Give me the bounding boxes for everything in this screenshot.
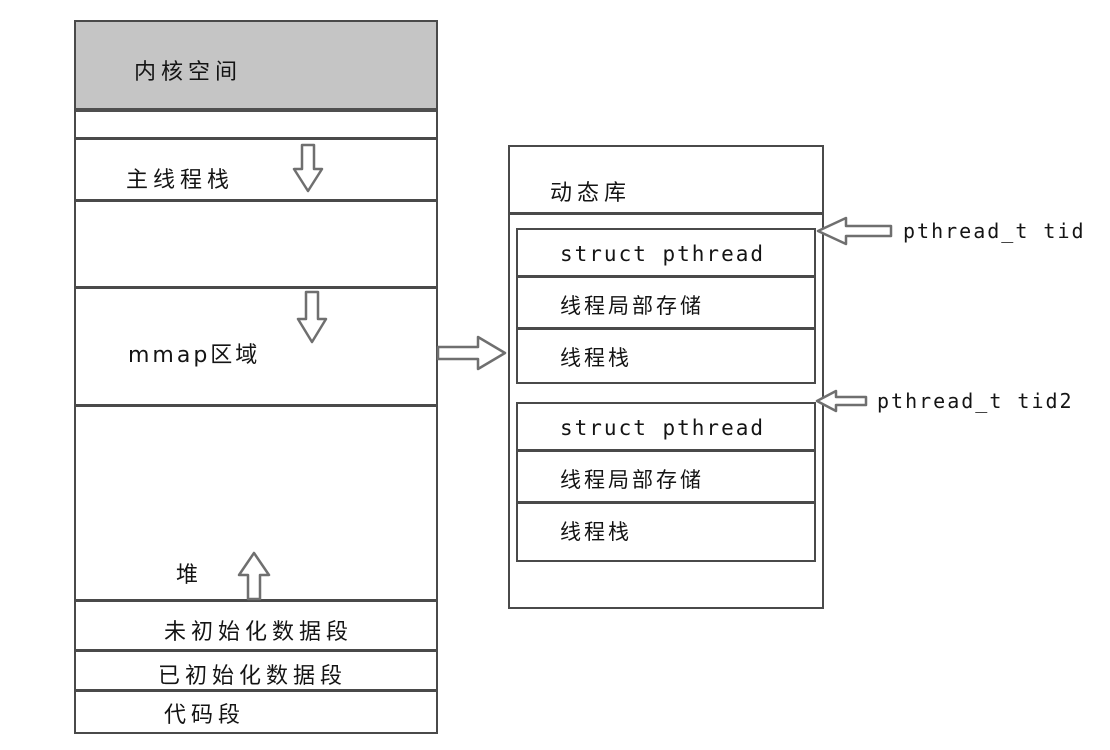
tid2-annotation: pthread_t tid2 <box>814 388 1074 414</box>
tid1-label: pthread_t tid <box>903 219 1086 243</box>
mmap-to-library-arrow-icon <box>436 333 508 373</box>
tid1-annotation: pthread_t tid <box>814 215 1086 247</box>
bss-segment-label: 未初始化数据段 <box>164 620 354 645</box>
tid2-label: pthread_t tid2 <box>877 389 1074 413</box>
thread-local-storage-label: 线程局部存储 <box>560 294 704 318</box>
tid1-left-arrow-icon <box>814 215 894 247</box>
thread-stack-label: 线程栈 <box>560 346 632 370</box>
thread-block-1: struct pthread 线程局部存储 线程栈 <box>516 228 816 384</box>
bss-segment-row: 未初始化数据段 <box>76 602 436 652</box>
main-thread-stack-label: 主线程栈 <box>126 168 235 193</box>
thread-local-storage-row: 线程局部存储 <box>518 452 814 504</box>
tid2-left-arrow-icon <box>814 388 868 414</box>
thread-local-storage-row: 线程局部存储 <box>518 278 814 330</box>
mmap-grow-down-arrow-icon <box>295 290 329 344</box>
data-segment-label: 已初始化数据段 <box>158 664 348 689</box>
struct-pthread-row: struct pthread <box>518 230 814 278</box>
data-segment-row: 已初始化数据段 <box>76 652 436 692</box>
code-segment-row: 代码段 <box>76 692 436 732</box>
spacer-row <box>76 112 436 140</box>
kernel-space-row: 内核空间 <box>76 22 436 112</box>
main-thread-stack-row: 主线程栈 <box>76 140 436 202</box>
process-memory-box: 内核空间 主线程栈 mmap区域 堆 <box>74 20 438 734</box>
thread-block-2: struct pthread 线程局部存储 线程栈 <box>516 402 816 562</box>
thread-local-storage-label: 线程局部存储 <box>560 468 704 492</box>
heap-label: 堆 <box>176 563 204 588</box>
spacer-row <box>76 202 436 289</box>
heap-grow-up-arrow-icon <box>236 551 272 601</box>
thread-stack-label: 线程栈 <box>560 520 632 544</box>
struct-pthread-label: struct pthread <box>560 242 766 266</box>
code-segment-label: 代码段 <box>164 703 246 728</box>
mmap-region-row: mmap区域 <box>76 289 436 407</box>
thread-stack-row: 线程栈 <box>518 330 814 380</box>
dynamic-library-box: 动态库 struct pthread 线程局部存储 线程栈 struct pth… <box>508 145 824 609</box>
kernel-space-label: 内核空间 <box>134 60 243 85</box>
thread-stack-row: 线程栈 <box>518 504 814 554</box>
struct-pthread-row: struct pthread <box>518 404 814 452</box>
heap-row: 堆 <box>76 407 436 602</box>
mmap-region-label: mmap区域 <box>128 343 261 368</box>
dynamic-library-label: 动态库 <box>550 181 632 206</box>
dynamic-library-title-row: 动态库 <box>510 147 822 215</box>
stack-grow-down-arrow-icon <box>291 143 325 193</box>
struct-pthread-label: struct pthread <box>560 416 766 440</box>
